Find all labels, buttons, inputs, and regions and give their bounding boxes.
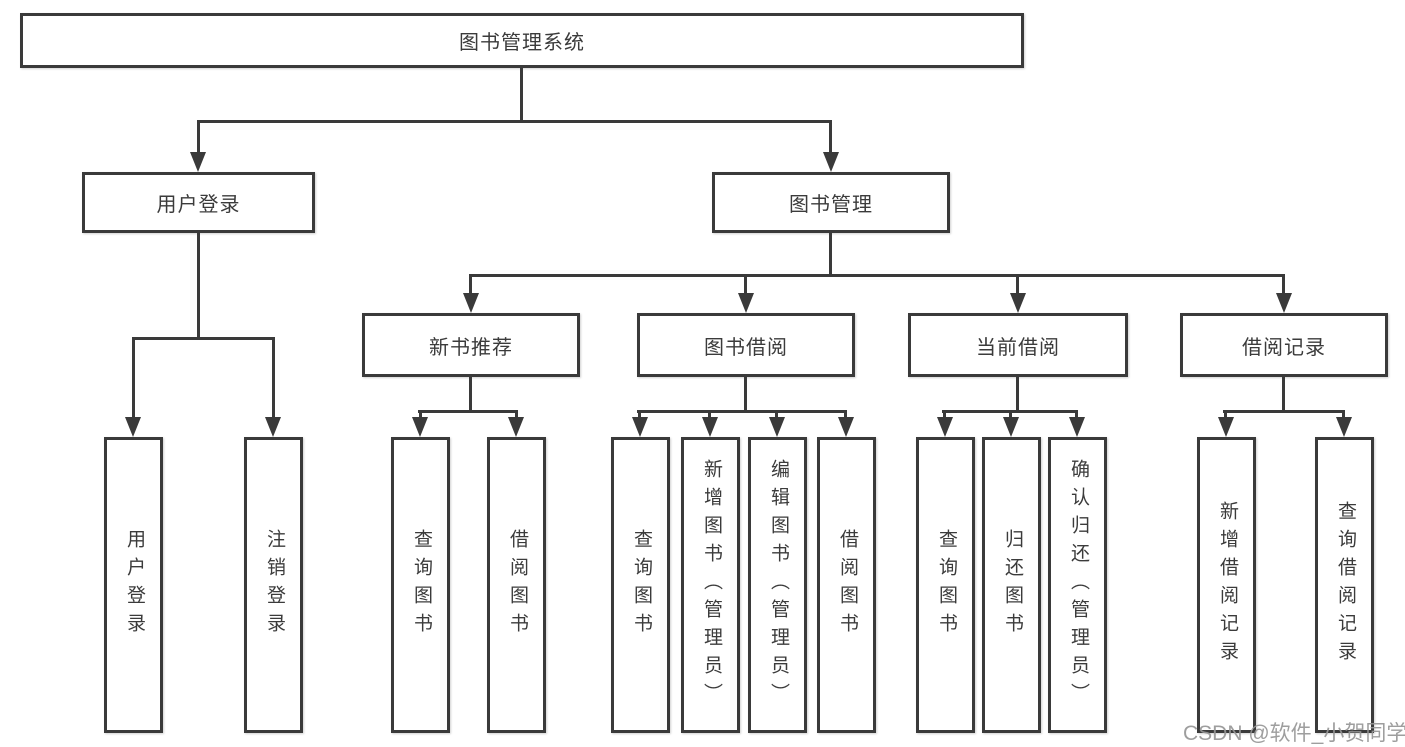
connector-mgmt-branch <box>469 274 1285 277</box>
leaf-query-book-current: 查询图书 <box>916 437 975 733</box>
node-label: 新书推荐 <box>429 336 513 359</box>
connector-drop-leaf <box>708 410 711 420</box>
connector-level3-stem <box>744 377 747 410</box>
arrowhead-down <box>632 417 648 437</box>
leaf-query-book-borrow: 查询图书 <box>611 437 670 733</box>
arrowhead-down <box>190 152 206 172</box>
arrowhead-down <box>769 417 785 437</box>
node-book-mgmt: 图书管理 <box>712 172 950 233</box>
connector-drop-user-login <box>197 120 200 155</box>
connector-leaf-branch <box>1223 410 1345 413</box>
connector-drop-leaf <box>844 410 847 420</box>
arrowhead-down <box>1010 293 1026 313</box>
connector-user-stem <box>197 233 200 337</box>
connector-level3-stem <box>469 377 472 410</box>
leaf-query-borrow-record: 查询借阅记录 <box>1315 437 1374 733</box>
node-label: 图书借阅 <box>704 336 788 359</box>
arrowhead-down <box>1336 417 1352 437</box>
arrowhead-down <box>508 417 524 437</box>
arrowhead-down <box>738 293 754 313</box>
leaf-label: 借阅图书 <box>836 529 858 641</box>
connector-user-branch <box>132 337 275 340</box>
connector-drop-leaf <box>515 410 518 420</box>
arrowhead-down <box>125 417 141 437</box>
arrowhead-down <box>937 417 953 437</box>
connector-drop-leaf <box>132 337 135 420</box>
node-current-borrow: 当前借阅 <box>908 313 1128 377</box>
leaf-borrow-book-recommend: 借阅图书 <box>487 437 546 733</box>
arrowhead-down <box>1218 417 1234 437</box>
leaf-label: 查询图书 <box>630 529 652 641</box>
connector-drop-leaf <box>1009 410 1012 420</box>
leaf-label: 查询图书 <box>410 529 432 641</box>
arrowhead-down <box>702 417 718 437</box>
leaf-label: 借阅图书 <box>506 529 528 641</box>
arrowhead-down <box>412 417 428 437</box>
connector-leaf-branch <box>637 410 847 413</box>
connector-mgmt-stem <box>829 233 832 274</box>
connector-root-branch <box>197 120 832 123</box>
node-borrow-record: 借阅记录 <box>1180 313 1388 377</box>
node-new-book-recommend: 新书推荐 <box>362 313 580 377</box>
connector-level3-stem <box>1016 377 1019 410</box>
leaf-label: 新增图书（管理员） <box>700 459 722 711</box>
node-label: 借阅记录 <box>1242 336 1326 359</box>
connector-drop-level3 <box>1282 274 1285 296</box>
arrowhead-down <box>1069 417 1085 437</box>
connector-drop-leaf <box>943 410 946 420</box>
connector-drop-leaf <box>1075 410 1078 420</box>
connector-level3-stem <box>1282 377 1285 410</box>
leaf-label: 编辑图书（管理员） <box>767 459 789 711</box>
arrowhead-down <box>463 293 479 313</box>
connector-drop-level3 <box>1016 274 1019 296</box>
node-label: 图书管理系统 <box>459 32 585 54</box>
leaf-label: 新增借阅记录 <box>1216 501 1238 669</box>
connector-drop-book-mgmt <box>829 120 832 155</box>
csdn-watermark: CSDN @软件_小贺同学 <box>1183 722 1405 745</box>
connector-leaf-branch <box>418 410 518 413</box>
leaf-logout: 注销登录 <box>244 437 303 733</box>
arrowhead-down <box>265 417 281 437</box>
connector-drop-leaf <box>775 410 778 420</box>
leaf-add-borrow-record: 新增借阅记录 <box>1197 437 1256 733</box>
connector-drop-leaf <box>638 410 641 420</box>
arrowhead-down <box>838 417 854 437</box>
arrowhead-down <box>823 152 839 172</box>
node-label: 图书管理 <box>789 194 873 216</box>
connector-drop-leaf <box>1342 410 1345 420</box>
connector-drop-level3 <box>744 274 747 296</box>
leaf-confirm-return-admin: 确认归还（管理员） <box>1048 437 1107 733</box>
node-book-borrow: 图书借阅 <box>637 313 855 377</box>
leaf-return-book: 归还图书 <box>982 437 1041 733</box>
node-user-login: 用户登录 <box>82 172 315 233</box>
node-library-system: 图书管理系统 <box>20 13 1024 68</box>
connector-root-stem <box>520 68 523 120</box>
arrowhead-down <box>1276 293 1292 313</box>
arrowhead-down <box>1003 417 1019 437</box>
connector-drop-leaf <box>1224 410 1227 420</box>
leaf-query-book-recommend: 查询图书 <box>391 437 450 733</box>
leaf-label: 注销登录 <box>263 529 285 641</box>
connector-drop-leaf <box>272 337 275 420</box>
node-label: 当前借阅 <box>976 336 1060 359</box>
leaf-label: 查询图书 <box>935 529 957 641</box>
connector-drop-leaf <box>419 410 422 420</box>
leaf-label: 查询借阅记录 <box>1334 501 1356 669</box>
connector-drop-level3 <box>469 274 472 296</box>
leaf-label: 确认归还（管理员） <box>1067 459 1089 711</box>
leaf-label: 归还图书 <box>1001 529 1023 641</box>
leaf-user-login: 用户登录 <box>104 437 163 733</box>
leaf-label: 用户登录 <box>123 529 145 641</box>
leaf-edit-book-admin: 编辑图书（管理员） <box>748 437 807 733</box>
node-label: 用户登录 <box>156 194 241 216</box>
leaf-add-book-admin: 新增图书（管理员） <box>681 437 740 733</box>
leaf-borrow-book: 借阅图书 <box>817 437 876 733</box>
